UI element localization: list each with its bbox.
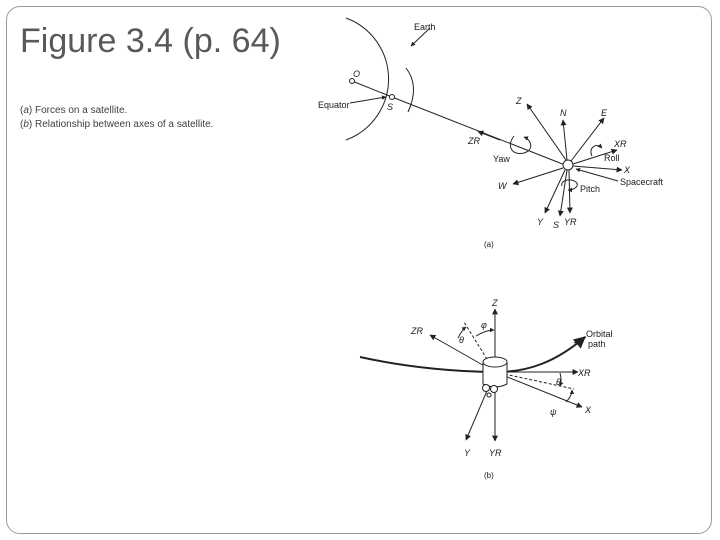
axis-x-line-b <box>494 371 583 408</box>
figure-a <box>345 17 623 217</box>
panel-label-b: (b) <box>484 471 494 480</box>
axis-yr-line <box>566 169 573 214</box>
label-n: N <box>560 108 567 118</box>
yaw-rotation <box>509 135 532 155</box>
theta-arc-right <box>559 372 564 387</box>
point-s-earth <box>389 94 395 100</box>
label-roll: Roll <box>604 153 620 163</box>
caption-b-text: Relationship between axes of a satellite… <box>35 119 214 130</box>
label-xr-b: XR <box>577 368 591 378</box>
axis-w-line <box>512 167 564 186</box>
slide-title: Figure 3.4 (p. 64) <box>20 22 281 60</box>
orbital-path <box>359 336 586 374</box>
wheel-left <box>482 384 490 392</box>
earth-pointer <box>410 27 431 47</box>
label-phi: φ <box>481 320 487 330</box>
wheel-right <box>490 385 498 393</box>
label-orbital: Orbital <box>586 329 613 339</box>
label-yr-b: YR <box>489 448 502 458</box>
o-s-line <box>351 80 393 98</box>
theta-arc-b <box>457 326 467 339</box>
label-o: O <box>353 69 360 79</box>
caption-a-text: Forces on a satellite. <box>35 105 128 116</box>
label-zr-b: ZR <box>410 326 423 336</box>
label-z: Z <box>515 96 522 106</box>
label-s-earth: S <box>387 102 393 112</box>
axis-y-line <box>544 169 566 214</box>
label-x-b: X <box>584 405 592 415</box>
label-yaw: Yaw <box>493 154 510 164</box>
label-s: S <box>553 220 559 230</box>
caption-b: (b) Relationship between axes of a satel… <box>20 119 214 130</box>
phi-arc <box>475 327 495 337</box>
label-theta-right: θ <box>556 377 561 387</box>
caption-b-letter: b <box>23 119 29 130</box>
label-y-b: Y <box>464 448 471 458</box>
label-psi: ψ <box>550 407 557 417</box>
figure-a-labels: Earth O Equator S ZR Z N E XR Roll X Yaw… <box>318 22 664 249</box>
axis-s-line <box>557 169 568 217</box>
earth-spacecraft-line <box>391 96 566 166</box>
label-xr: XR <box>613 139 627 149</box>
label-yr: YR <box>564 217 577 227</box>
label-z-b: Z <box>491 298 498 308</box>
psi-arc <box>565 389 575 403</box>
label-theta-b: θ <box>459 335 464 345</box>
orbital-pointer <box>573 336 587 344</box>
label-w: W <box>498 181 508 191</box>
axis-e-line <box>570 117 605 162</box>
label-earth: Earth <box>414 22 436 32</box>
roll-rotation <box>590 143 603 157</box>
label-spacecraft: Spacecraft <box>620 177 664 187</box>
label-e: E <box>601 108 608 118</box>
pitch-rotation <box>561 179 578 193</box>
label-equator: Equator <box>318 100 350 110</box>
earth-outline <box>345 17 390 141</box>
equator-pointer <box>349 95 387 104</box>
figure-caption: (a) Forces on a satellite. (b) Relations… <box>20 104 320 132</box>
point-o <box>349 78 355 84</box>
label-pitch: Pitch <box>580 184 600 194</box>
caption-a-letter: a <box>23 105 29 116</box>
axis-xr-line <box>572 148 618 165</box>
panel-label-a: (a) <box>484 240 494 249</box>
label-y: Y <box>537 217 544 227</box>
axis-n-line <box>560 119 568 161</box>
wheel-small <box>486 392 492 398</box>
axis-z-line <box>526 103 567 161</box>
label-x: X <box>623 165 631 175</box>
slide-frame <box>6 6 712 534</box>
figure-b-labels: Z ZR φ θ Orbital path XR θ ψ X Y YR (b) <box>410 298 613 480</box>
spacecraft-body <box>562 159 574 171</box>
spacecraft-pointer <box>575 167 619 182</box>
figure-b <box>359 308 587 442</box>
zr-arrow <box>477 130 501 141</box>
label-path: path <box>588 339 606 349</box>
equator-curve <box>405 67 414 113</box>
label-zr: ZR <box>467 136 480 146</box>
axis-x-line <box>572 165 623 173</box>
spacecraft-top-b <box>482 356 508 368</box>
caption-a: (a) Forces on a satellite. <box>20 105 128 116</box>
